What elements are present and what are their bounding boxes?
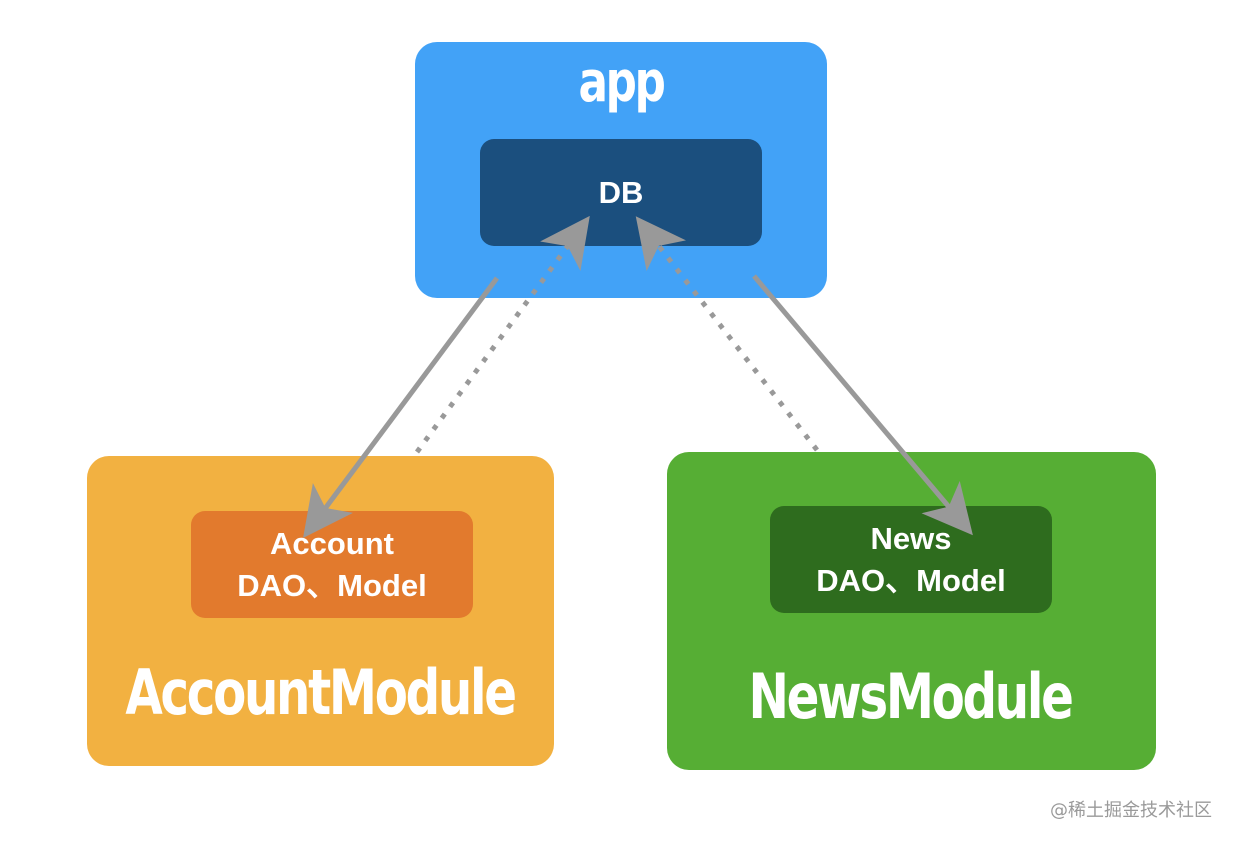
db-node: DB [480,139,762,246]
app-title: app [578,50,666,115]
watermark: @稀土掘金技术社区 [1050,800,1212,821]
arrow-account-to-db [414,215,590,454]
arrow-app-to-news [752,274,973,536]
db-label: DB [598,174,644,210]
account-inner-line2: DAO、Model [237,567,427,603]
arrow-app-to-account [303,276,500,539]
news-dao-model-node: News DAO、Model [770,506,1052,613]
account-module-title: AccountModule [125,656,517,729]
news-inner-line2: DAO、Model [816,562,1006,598]
news-module-title: NewsModule [748,660,1073,733]
arrow-news-to-db [635,216,819,452]
